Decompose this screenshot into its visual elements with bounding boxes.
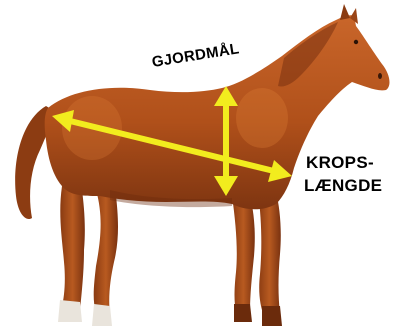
front-leg-far [232,196,255,312]
nostril [378,73,382,79]
hind-leg-far [94,190,118,314]
hoof-sock [234,304,252,322]
hoof-sock [92,304,112,326]
ear-icon [340,4,350,20]
body-length-label-line1: KROPS- [306,153,374,173]
hind-leg-near [60,186,85,310]
eye [354,40,358,44]
hoof-sock [262,306,282,326]
shoulder-highlight [236,88,288,148]
front-leg-near [258,192,281,316]
hoof-sock [58,300,82,322]
body-length-label-line2: LÆNGDE [304,176,382,196]
